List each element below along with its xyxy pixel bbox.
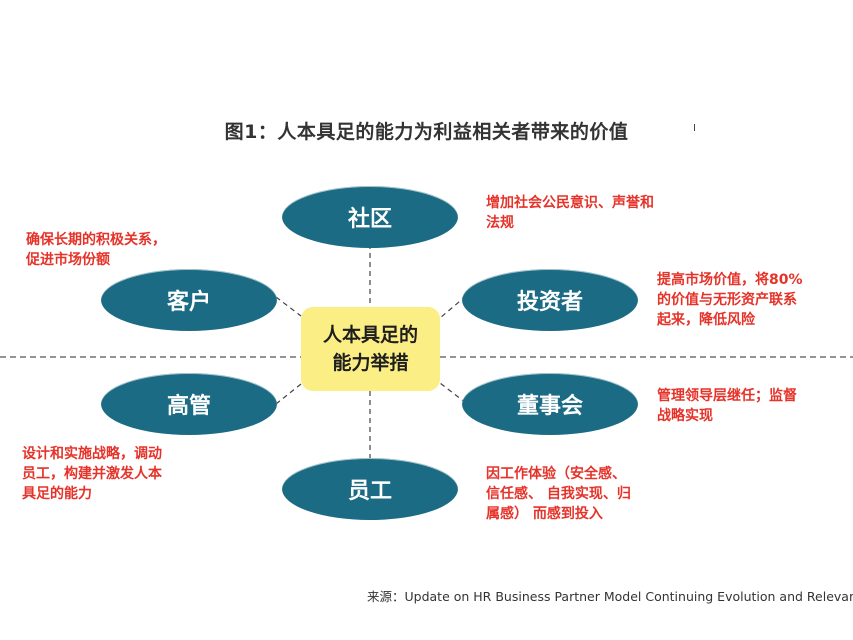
note-touzizhe: 提高市场价值，将80% 的价值与无形资产联系 起来，降低风险 (657, 272, 803, 328)
center-line-2: 能力举措 (332, 352, 409, 374)
node-yuangong-label: 员工 (347, 479, 392, 504)
center-box: 人本具足的 能力举措 (301, 307, 440, 391)
node-gaoguan: 高管 (101, 373, 277, 435)
node-shequ: 社区 (282, 186, 458, 248)
note-gaoguan: 设计和实施战略，调动 员工，构建并激发人本 具足的能力 (22, 446, 162, 502)
decorative-tick (694, 124, 695, 131)
connector-kehu (275, 296, 302, 317)
note-yuangong: 因工作体验（安全感、 信任感、 自我实现、归 属感） 而感到投入 (486, 466, 631, 522)
diagram-title: 图1：人本具足的能力为利益相关者带来的价值 (224, 121, 629, 143)
node-yuangong: 员工 (282, 458, 458, 520)
connector-touzizhe (439, 295, 467, 319)
node-dongshihui-label: 董事会 (516, 394, 583, 419)
source-citation: 来源：Update on HR Business Partner Model C… (367, 589, 853, 604)
center-line-1: 人本具足的 (322, 324, 418, 346)
connector-dongshihui (439, 382, 467, 404)
node-dongshihui: 董事会 (462, 373, 638, 435)
note-shequ: 增加社会公民意识、声誉和 法规 (486, 195, 654, 231)
connector-gaoguan (275, 383, 302, 405)
node-gaoguan-label: 高管 (166, 394, 211, 419)
note-kehu: 确保长期的积极关系， 促进市场份额 (26, 232, 166, 268)
node-touzizhe: 投资者 (462, 269, 638, 331)
node-touzizhe-label: 投资者 (516, 290, 583, 315)
node-kehu-label: 客户 (166, 290, 211, 315)
node-kehu: 客户 (101, 269, 277, 331)
node-shequ-label: 社区 (347, 207, 392, 232)
note-dongshihui: 管理领导层继任；监督 战略实现 (657, 388, 797, 424)
